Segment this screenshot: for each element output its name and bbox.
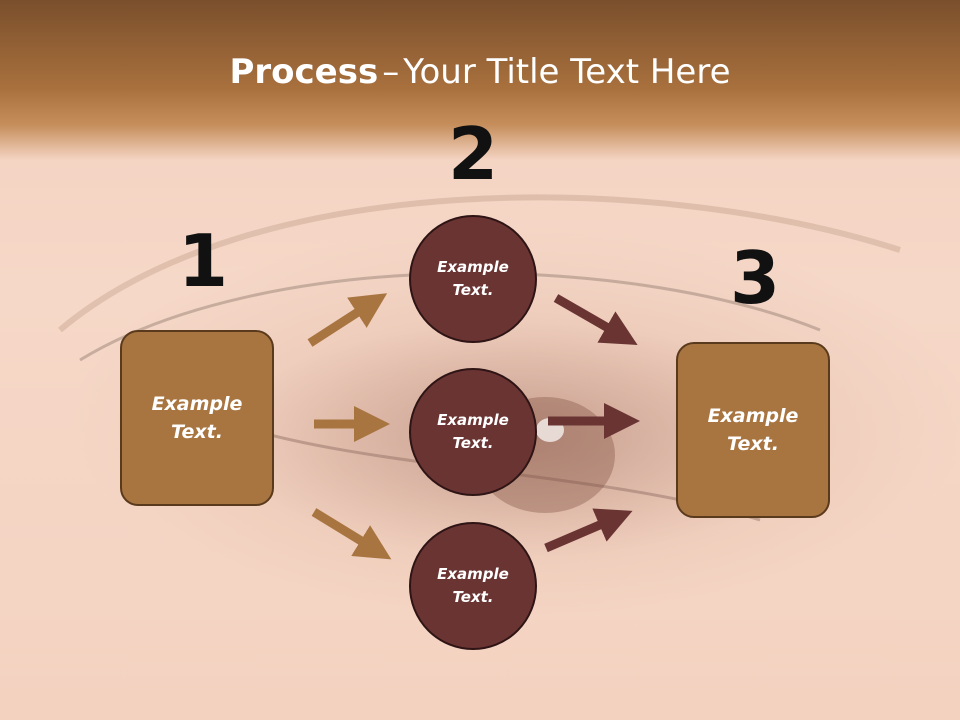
step-number-2: 2 [448,112,499,196]
step-3-label: Example Text. [707,404,799,456]
slide-title: Process–Your Title Text Here [0,52,960,92]
step-1-box: Example Text. [120,330,274,506]
circle-middle: Example Text. [409,368,537,496]
circle-top: Example Text. [409,215,537,343]
title-band [0,0,960,160]
circle-bottom-label: Example Text. [437,564,509,606]
step-3-box: Example Text. [676,342,830,518]
circle-bottom: Example Text. [409,522,537,650]
arrow-top-to-3 [553,294,638,345]
circle-middle-label: Example Text. [437,410,509,452]
title-bold: Process [229,52,379,92]
arrow-1-to-top [307,293,388,347]
title-rest: Your Title Text Here [403,52,731,92]
circle-top-label: Example Text. [437,257,509,299]
arrow-bottom-to-3 [544,508,633,553]
title-separator: – [382,52,400,92]
step-1-label: Example Text. [151,392,243,444]
step-number-1: 1 [178,219,229,303]
step-number-3: 3 [730,236,781,320]
arrow-1-to-bottom [311,508,392,560]
